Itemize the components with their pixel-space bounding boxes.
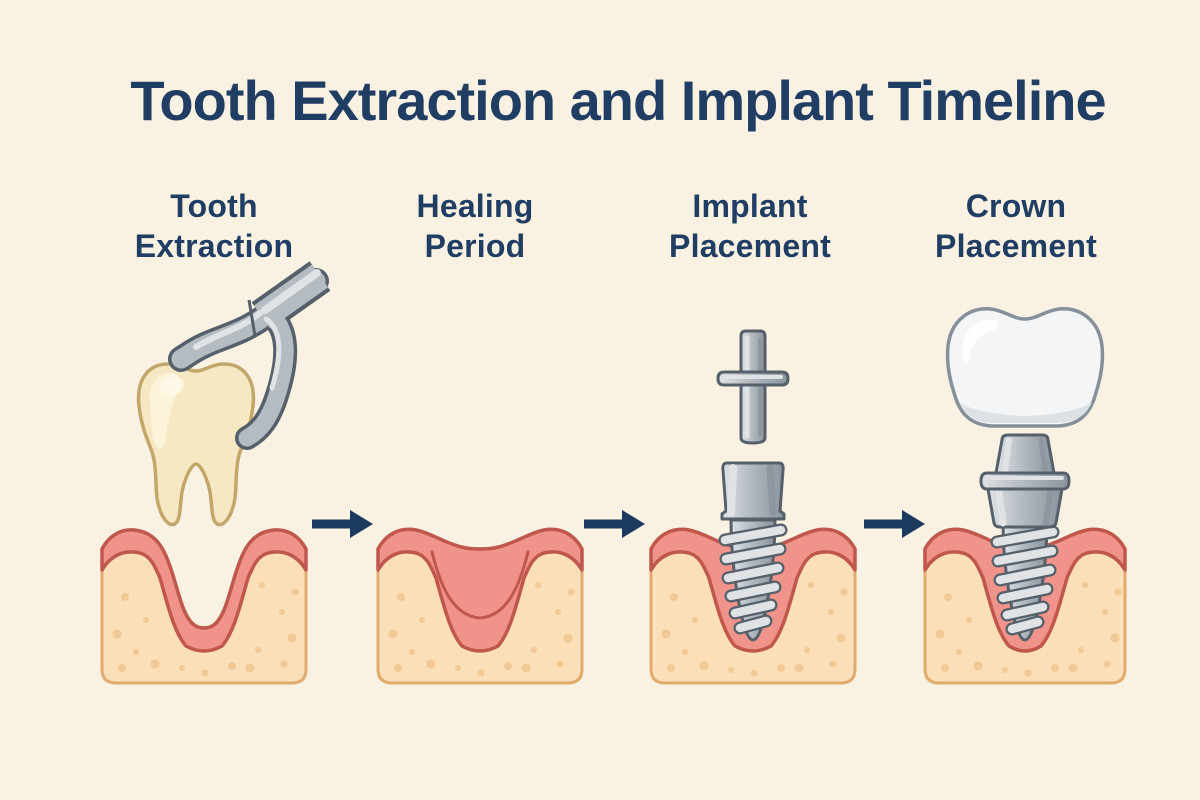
implant-screw-abutment-illustration — [649, 329, 857, 685]
bone-speckles — [935, 582, 1122, 677]
stage-label-implant-placement: Implant Placement — [669, 186, 831, 266]
right-arrow-icon — [312, 510, 373, 538]
stage-label-line2: Placement — [669, 228, 831, 264]
abutment-icon — [979, 433, 1071, 491]
forceps-icon — [168, 261, 330, 450]
stage-label-tooth-extraction: Tooth Extraction — [135, 186, 293, 266]
tooth-forceps-extraction-illustration — [100, 261, 330, 685]
implant-with-crown-illustration — [923, 307, 1127, 685]
bone-speckles — [388, 582, 575, 677]
forceps-hinge-seam — [247, 299, 257, 337]
page-title: Tooth Extraction and Implant Timeline — [130, 69, 1106, 132]
implant-screw-icon — [986, 487, 1064, 642]
implant-collar — [986, 487, 1064, 529]
stage-label-line2: Extraction — [134, 228, 294, 264]
crown-shine — [961, 319, 999, 363]
stage-label-line1: Healing — [416, 188, 534, 224]
healed-gum-socket-illustration — [376, 527, 584, 685]
crown-icon — [945, 307, 1105, 428]
abutment-flange — [979, 471, 1071, 491]
stage-label-healing-period: Healing Period — [417, 186, 534, 266]
stage-label-crown-placement: Crown Placement — [935, 186, 1097, 266]
implant-screw-icon — [718, 461, 788, 642]
stage-label-line2: Period — [424, 228, 526, 264]
gum-socket-healed-icon — [376, 527, 584, 685]
abutment-post-icon — [716, 329, 790, 445]
right-arrow-icon — [584, 510, 645, 538]
gum-socket-empty-icon — [100, 528, 308, 685]
stage-label-line1: Tooth — [170, 188, 258, 224]
bone-speckles — [661, 582, 848, 677]
stage-label-line1: Implant — [692, 188, 808, 224]
healed-socket-line — [430, 550, 530, 620]
stage-label-line1: Crown — [965, 188, 1067, 224]
right-arrow-icon — [864, 510, 925, 538]
bone-speckles — [112, 582, 299, 677]
tooth-icon — [136, 362, 256, 527]
stage-label-line2: Placement — [935, 228, 1097, 264]
